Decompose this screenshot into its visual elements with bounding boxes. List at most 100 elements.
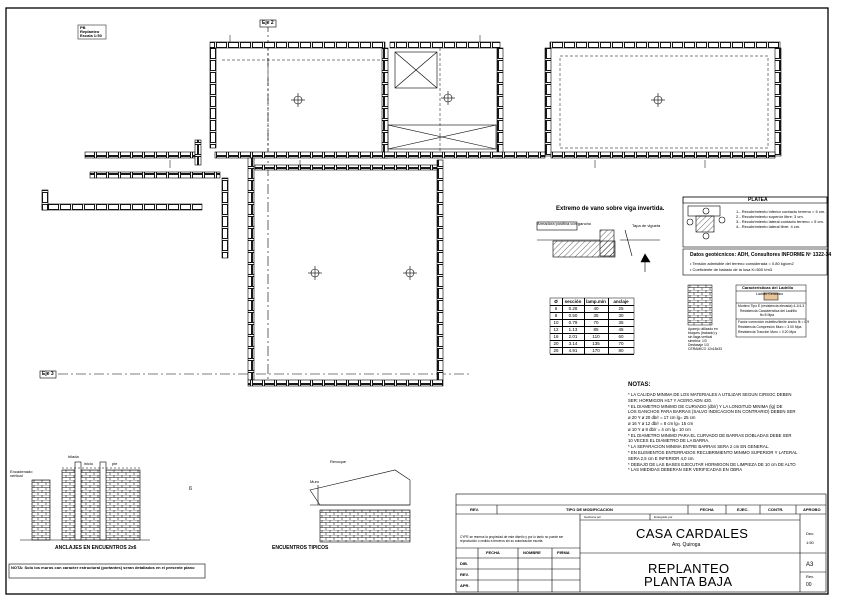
notes-title: NOTAS: [628, 382, 651, 388]
geotech-line-2: • Coeficiente de balasto de la losa K=50… [690, 267, 773, 272]
project-title: CASA CARDALES [636, 526, 749, 541]
tb-scale: 1:50 [806, 540, 814, 545]
rebar-table-cell: 35 [618, 319, 624, 325]
rebar-table-cell: 2.01 [568, 333, 578, 339]
ladrillo-row-5: Resistencia Compresión Muro = 3.00 Mpa [738, 325, 802, 329]
detail-subtitle-2: Tapa de vigueta [632, 223, 661, 228]
rebar-table-header: anclaje [613, 298, 629, 304]
note-line: 10 VECES EL DIAMETRO DE LA BARRA. [628, 438, 710, 444]
ladrillo-row-3: fk=5 Mpa [760, 313, 775, 317]
geotech-title: Datos geotécnicos: ADH, Consultores INFO… [690, 252, 832, 258]
rebar-table-cell: 0.79 [568, 319, 578, 325]
rebar-table-cell: 0.28 [568, 305, 578, 311]
label-hilada: hilada [68, 454, 79, 459]
rebar-table-col-rule [584, 298, 585, 354]
tb-contr: CONTR. [768, 507, 784, 512]
note-line: SER: HORMIGON H17 Y ACERO ADN 420. [628, 397, 713, 403]
typical-detail [309, 469, 411, 543]
rebar-table-cell: 25 [618, 305, 624, 311]
tb-col-nombre: NOMBRE [523, 550, 541, 555]
rebar-table-cell: 1.13 [568, 326, 578, 332]
walls [41, 41, 782, 387]
sand-note-6: CERAMICO 12x18x33 [688, 347, 722, 351]
rebar-table-cell: 4.91 [568, 347, 578, 353]
platea-item-3: 3.- Recubrimiento lateral contacto terre… [736, 219, 824, 224]
notes-list: * LA CALIDAD MINIMA DE LOS MATERIALES A … [628, 392, 828, 488]
rebar-table-cell: 70 [618, 340, 624, 346]
project-architect: Arq. Quiroga [672, 542, 701, 548]
axis-label-left: Eje 3 [42, 371, 54, 377]
note-line: * LA CALIDAD MINIMA DE LOS MATERIALES A … [628, 392, 792, 397]
ladrillo-name: Ladrillo Cerámico [756, 292, 784, 296]
stamp-line-1: PB [80, 25, 86, 30]
sand-note-5: Desfasaje 1/3 [688, 343, 709, 347]
tb-tipo: TIPO DE MODIFICACION [566, 507, 613, 512]
label-revoque: Revoque [330, 459, 347, 464]
platea-item-2: 2.- Recubrimiento superior libre: 3 cm. [736, 214, 804, 219]
geotech-line-1: • Tensión admisible del terreno consider… [690, 261, 794, 266]
detail-title: Extremo de vano sobre viga invertida. [556, 206, 665, 212]
column-markers [291, 91, 665, 280]
detail-subtitle-1: Armadura positiva con gancho [537, 221, 592, 226]
rebar-table-rule [550, 305, 634, 306]
rebar-table-cell: 3.14 [568, 340, 578, 346]
sand-note-4: simetría: 1/3 [688, 339, 707, 343]
axis-label-top: Eje 2 [262, 20, 274, 26]
rebar-table-cell: 85 [593, 326, 599, 332]
rebar-table-header: Ø [554, 298, 558, 304]
rebar-table-cell: 25 [553, 347, 559, 353]
hidden-lines [222, 48, 769, 152]
label-muro: Muro [310, 479, 320, 484]
rebar-table-cell: 110 [592, 333, 600, 339]
stamp-line-3: Escala 1:50 [80, 33, 102, 38]
ladrillo-title: Características del Ladrillo [742, 285, 794, 290]
rebar-table-col-rule [562, 298, 563, 354]
rebar-table-cell: 30 [618, 312, 624, 318]
tb-row-rev: REV. [460, 572, 469, 577]
tb-row-apr: APR. [460, 583, 470, 588]
tb-col-fecha: FECHA [486, 550, 500, 555]
tb-size: A3 [806, 562, 814, 568]
tb-small-2: Ensayado por [654, 515, 673, 519]
tb-col-firma: FIRMA [557, 550, 570, 555]
rebar-table-header: lamp.mín [586, 298, 606, 304]
note-line: LOS GANCHOS PARA BARRAS (SALVO INDICACIO… [628, 409, 796, 415]
stamp-line-2: Replanteo [80, 29, 100, 34]
tb-rev-number: 00 [806, 582, 812, 588]
rebar-table-cell: 70 [593, 319, 599, 325]
ladrillo-row-6: Resistencia Tracción Muro = 0.20 Mpa [738, 330, 796, 334]
rebar-table-cell: 60 [618, 333, 624, 339]
platea-title: PLATEA [748, 197, 768, 203]
note-line: ø 16 Y ø 12 db/r = 8 cm lg= 15 cm [628, 421, 694, 426]
tb-dec-label: Dec: [806, 531, 815, 536]
sand-note-3: sin llaga vertical [688, 335, 713, 339]
note-line: * DEBAJO DE LAS BASES EJECUTAR HORMIGON … [628, 461, 796, 467]
plan-title-2: PLANTA BAJA [644, 574, 733, 589]
typical-caption: ENCUENTROS TIPICOS [272, 545, 329, 551]
tb-fecha: FECHA [700, 507, 714, 512]
rebar-table-rule [550, 354, 634, 355]
tb-rev: REV. [470, 507, 479, 512]
title-block-grid [455, 493, 827, 593]
rebar-table-rule [550, 326, 634, 327]
section-detail [536, 221, 660, 272]
rebar-table-cell: 16 [553, 333, 559, 339]
rebar-table-cell: 20 [553, 340, 559, 346]
rebar-table-cell: 135 [592, 340, 600, 346]
rebar-table-rule [550, 347, 634, 348]
platea-box [682, 196, 828, 248]
rebar-table-cell: 40 [593, 305, 599, 311]
openings [387, 51, 497, 150]
sand-note-1: Aparejo utilizado en [688, 327, 718, 331]
note-line: * EN ELEMENTOS ENTERRADOS RECUBRIMIENTO … [628, 450, 798, 455]
platea-item-1: 1.- Recubrimiento inferior contacto terr… [736, 209, 826, 214]
note-line: * EL DIAMETRO MINIMO PARA EL CURVADO DE … [628, 432, 792, 438]
rebar-table-col-rule [608, 298, 609, 354]
ladrillo-row-1: Mortero Tipo E (resistencia elevada) 4-1… [738, 304, 805, 308]
rebar-table-cell: 45 [618, 326, 624, 332]
rebar-table-rule [550, 312, 634, 313]
rebar-table-cell: 8 [554, 312, 558, 318]
rebar-table-cell: 0.50 [568, 312, 578, 318]
rebar-table-cell: 10 [553, 319, 559, 325]
